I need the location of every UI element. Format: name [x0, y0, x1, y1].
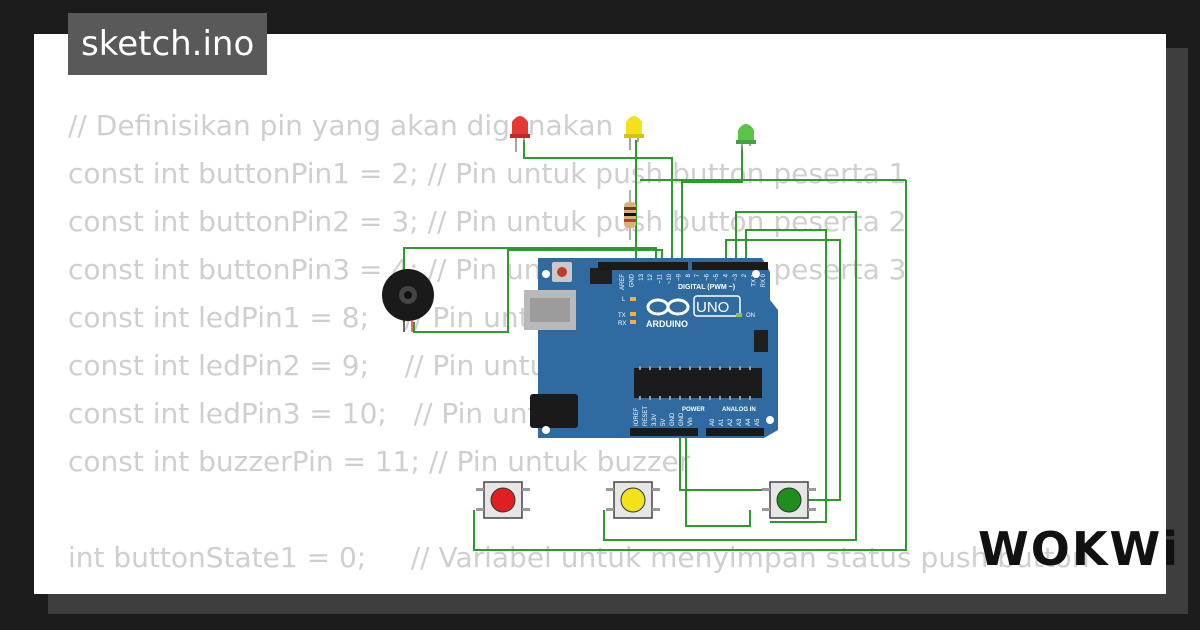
pin-label: A3 [737, 418, 743, 426]
analog-header [706, 428, 764, 436]
push-button-green [762, 481, 816, 519]
pin-label: Vin [688, 417, 694, 426]
wire-btn-gnd [685, 420, 751, 527]
pin-label: 5V [661, 419, 667, 426]
pin-label: ~5 [714, 273, 720, 281]
pin-label: IOREF [634, 407, 640, 426]
wokwi-logo: WOKWi [978, 522, 1180, 576]
digital-header-right [692, 262, 768, 270]
pin-label: A4 [746, 418, 752, 426]
led-rx-label: RX [618, 321, 626, 327]
pin-label: 12 [648, 273, 654, 280]
code-line: const int buzzerPin = 11; // Pin untuk b… [68, 445, 691, 478]
pin-label: ~9 [676, 273, 682, 281]
pin-label: 7 [695, 273, 701, 277]
pin-label: RX 0 [761, 273, 767, 287]
pin-label: 13 [639, 273, 645, 280]
power-header [630, 428, 698, 436]
led-green [736, 124, 756, 150]
pin-label: ~10 [667, 273, 673, 284]
power-header-label: POWER [682, 407, 705, 413]
pin-label: ~3 [733, 273, 739, 281]
pin-label: GND [679, 412, 685, 426]
pin-label: 8 [686, 273, 692, 277]
code-line: int buttonState1 = 0; // Variabel untuk … [68, 541, 1090, 574]
code-line: const int buttonPin2 = 3; // Pin untuk p… [68, 205, 907, 238]
resistor [624, 190, 636, 240]
pin-label: AREF [620, 274, 626, 290]
pin-label: TX 1 [752, 273, 758, 286]
led-yellow [624, 116, 644, 150]
board-model: UNO [696, 299, 729, 316]
digital-header-left [598, 262, 688, 270]
pin-label: GND [629, 273, 635, 287]
file-name-tab[interactable]: sketch.ino [68, 13, 268, 75]
arduino-uno-board: UNO ARDUINO DIGITAL (PWM ~) POWER ANALOG… [524, 258, 778, 438]
wire-btn2 [603, 211, 857, 541]
code-line: int buttonState2 = 0; // Variabel untuk … [68, 582, 1090, 594]
wire-btn1 [745, 229, 827, 523]
pin-label: GND [670, 412, 676, 426]
arduino-infinity-icon [646, 298, 690, 316]
led-l-label: L [622, 297, 626, 303]
digital-header-label: DIGITAL (PWM ~) [678, 284, 735, 291]
atmega-chip [634, 368, 762, 398]
code-line: // Definisikan pin yang akan digunakan [68, 109, 614, 142]
pin-label: A0 [710, 418, 716, 426]
push-button-yellow [606, 481, 660, 519]
pin-label: RESET [643, 406, 649, 426]
wire-btn3 [725, 239, 841, 501]
push-button-red [476, 481, 530, 519]
pin-label: 3.3V [652, 414, 658, 426]
code-line: const int buttonPin1 = 2; // Pin untuk p… [68, 157, 907, 190]
led-tx-label: TX [618, 313, 626, 319]
pin-label: ~6 [705, 273, 711, 281]
pin-label: A1 [719, 418, 725, 426]
pin-label: ~11 [658, 273, 664, 283]
power-jack [530, 394, 578, 428]
pin-label: 4 [723, 273, 729, 277]
wire-gnd-bus [473, 180, 907, 551]
led-on-label: ON [746, 313, 755, 319]
pin-label: A5 [755, 418, 761, 426]
analog-header-label: ANALOG IN [722, 407, 756, 413]
wire-led3 [681, 146, 743, 272]
wire-buzzer-sig [413, 249, 663, 333]
pin-label: 2 [742, 273, 748, 277]
buzzer [382, 269, 434, 332]
board-logo-text: ARDUINO [646, 319, 688, 329]
wire-led1 [523, 140, 673, 272]
pin-label: A2 [728, 418, 734, 426]
led-red [510, 116, 530, 152]
